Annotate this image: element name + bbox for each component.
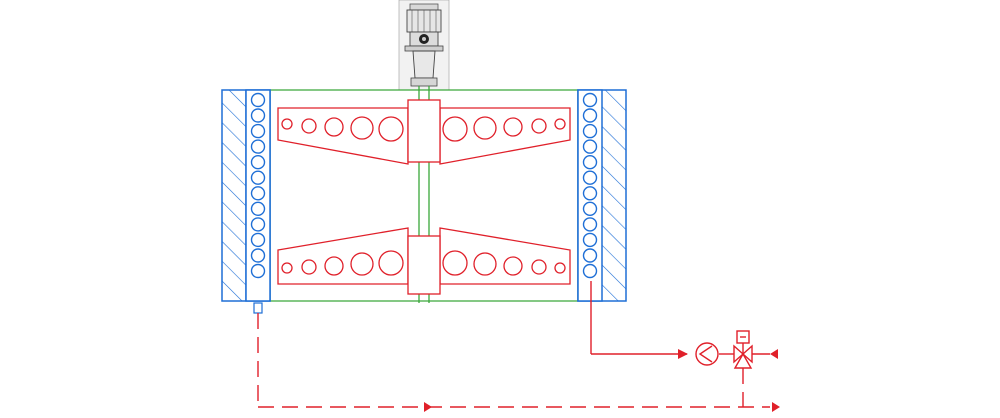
coil-turn xyxy=(250,248,266,263)
coil-turn xyxy=(582,263,598,279)
coil-turn xyxy=(250,92,266,108)
supply-line xyxy=(590,281,770,359)
return-flow-arrow xyxy=(424,402,432,412)
coil-turn xyxy=(250,154,266,170)
coil-turn xyxy=(582,170,598,185)
coil-turn xyxy=(582,123,598,139)
coil-turn xyxy=(582,186,598,201)
coil-turn xyxy=(582,154,598,170)
coil-turn xyxy=(582,232,598,248)
return-line xyxy=(257,313,770,408)
coil-turn xyxy=(250,217,266,232)
pump-icon xyxy=(695,342,719,366)
coil-turn xyxy=(250,123,266,139)
coil-turn xyxy=(582,201,598,217)
three-way-valve-icon xyxy=(733,330,753,369)
coil-turn xyxy=(582,139,598,154)
return-outlet-arrow xyxy=(772,402,780,412)
coil-turn xyxy=(250,186,266,201)
coil-outlet-nozzle xyxy=(253,302,263,314)
coil-turn xyxy=(250,170,266,185)
right-heating-coil xyxy=(582,92,598,279)
coil-turn xyxy=(250,201,266,217)
upper-agitator xyxy=(277,99,571,165)
coil-turn xyxy=(582,248,598,263)
coil-turn xyxy=(250,263,266,279)
coil-turn xyxy=(250,232,266,248)
left-heating-coil xyxy=(250,92,266,279)
coil-turn xyxy=(250,139,266,154)
coil-turn xyxy=(582,92,598,108)
coil-turn xyxy=(582,217,598,232)
supply-inlet-arrow xyxy=(770,349,778,359)
coil-turn xyxy=(250,108,266,123)
motor-icon xyxy=(398,0,450,91)
coil-turn xyxy=(582,108,598,123)
lower-agitator xyxy=(277,227,571,295)
